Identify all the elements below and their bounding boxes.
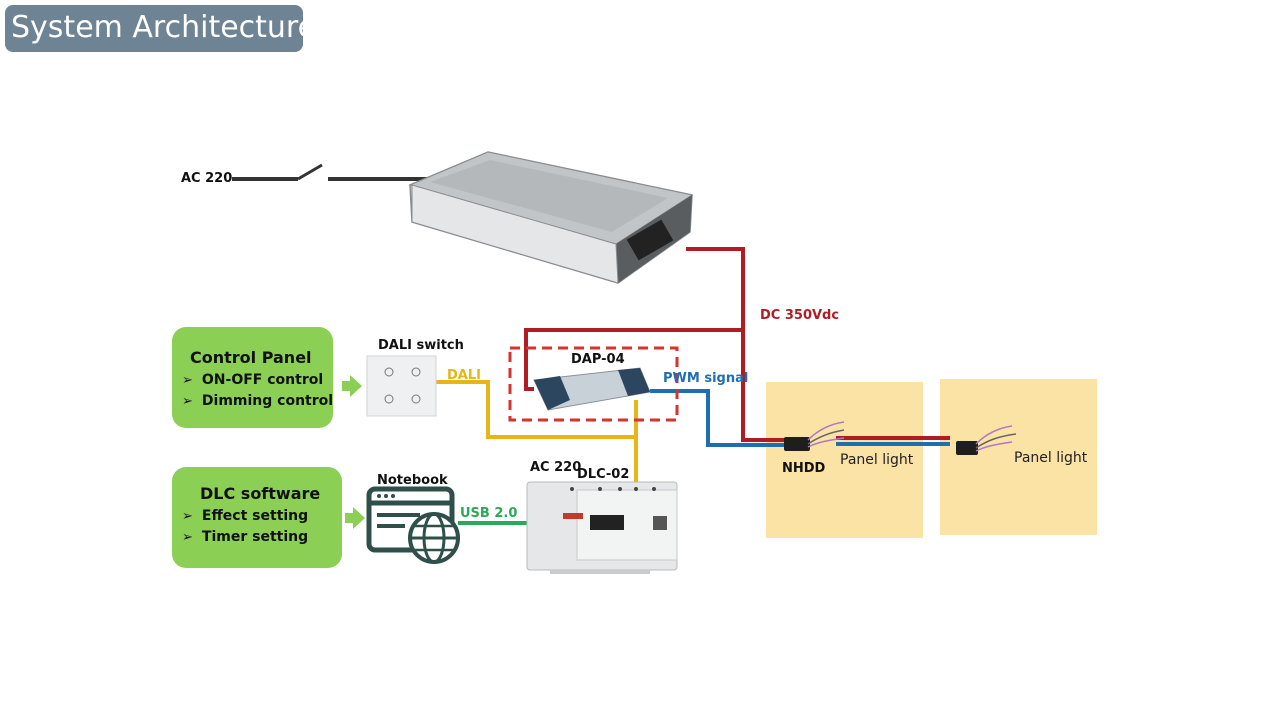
nhdd-label: NHDD [782,461,826,476]
pwm-line [650,389,786,447]
notebook-icon [366,486,460,564]
panel-light-label-1: Panel light [840,452,914,468]
dlc-software-item: Effect setting [182,508,308,524]
control-panel-box: Control Panel ON-OFF control Dimming con… [172,327,333,428]
arrow-icon-dlc [345,507,365,529]
dali-switch-icon [366,355,437,417]
control-panel-item: ON-OFF control [182,372,323,388]
dlc02-label: DLC-02 [577,467,630,482]
dc-line-main [686,247,786,442]
dlc-software-box: DLC software Effect setting Timer settin… [172,467,342,568]
dlc02-device-icon [526,481,678,574]
usb-label: USB 2.0 [460,506,518,521]
power-supply-icon [408,151,694,284]
dap04-dashed-box [508,346,679,422]
dc-voltage-label: DC 350Vdc [760,308,840,323]
dap04-device-icon [533,367,651,411]
arrow-icon-control [342,375,362,397]
dali-line [436,380,636,439]
panel-light-area-1 [766,382,923,538]
dlc-software-title: DLC software [200,484,321,503]
ac220-label: AC 220 [181,171,233,186]
dc-line-dap [524,328,743,391]
dali-label: DALI [447,368,481,383]
panel-light-label-2: Panel light [1014,450,1088,466]
dali-switch-label: DALI switch [378,338,464,353]
dlc-software-item: Timer setting [182,529,308,545]
dlc-ac220-label: AC 220 [530,460,582,475]
panel-driver-icon [956,425,1017,455]
nhdd-module-icon [784,421,845,451]
ac-switch-blade [297,163,323,181]
notebook-label: Notebook [377,473,448,488]
panel-light-area-2 [940,379,1097,535]
page-title: System Architecture [5,5,316,52]
control-panel-title: Control Panel [190,348,312,367]
control-panel-item: Dimming control [182,393,333,409]
pwm-signal-label: PWM signal [663,371,749,386]
dap04-label: DAP-04 [571,352,625,367]
